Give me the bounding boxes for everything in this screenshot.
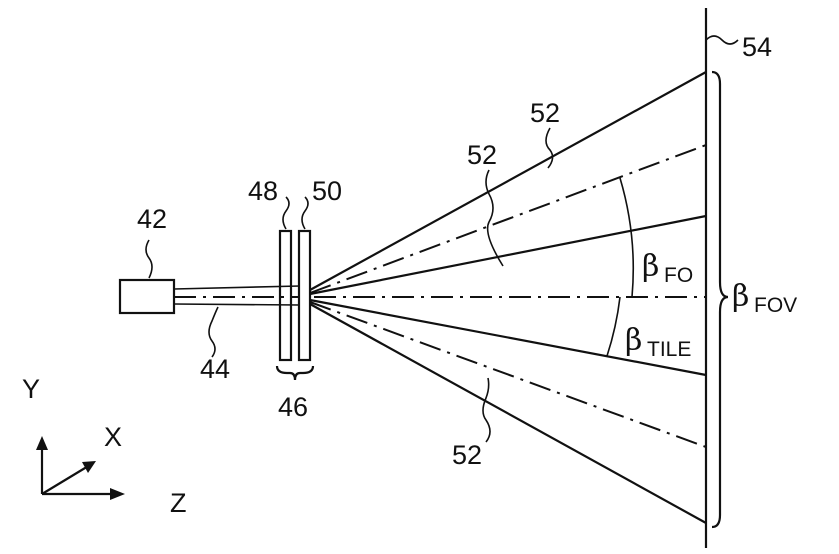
label-sub-beam-top: 52: [530, 98, 560, 128]
fov-brace: [711, 70, 729, 529]
angle-label-fov: β FOV: [732, 279, 797, 317]
label-sub-beam-lower: 52: [452, 440, 482, 470]
leader-44: [208, 306, 219, 358]
optical-element-50: [297, 229, 312, 362]
coordinate-axes: [36, 436, 125, 500]
leader-52-lower: [482, 377, 491, 443]
label-element-group: 46: [278, 392, 308, 422]
label-beam: 44: [200, 354, 230, 384]
label-sub-beam-upper: 52: [467, 140, 497, 170]
svg-text:β: β: [732, 279, 749, 314]
angle-arc-tile: [606, 296, 621, 357]
axis-label-z: Z: [170, 488, 187, 518]
svg-text:β: β: [642, 249, 659, 284]
leader-48: [282, 196, 290, 230]
svg-text:FO: FO: [664, 264, 693, 287]
leader-52-upper: [485, 169, 504, 267]
leader-42: [145, 239, 153, 279]
angle-arc-fo: [619, 177, 635, 298]
label-screen: 54: [742, 32, 772, 62]
fan-out-beams: [309, 71, 707, 524]
leader-50: [301, 196, 309, 230]
angle-label-tile: β TILE: [625, 323, 691, 361]
leader-52-top: [545, 127, 554, 169]
leader-54: [705, 35, 739, 45]
optical-element-48: [278, 229, 293, 362]
label-element-b: 50: [312, 176, 342, 206]
input-beam: [173, 285, 301, 306]
axis-label-x: X: [104, 422, 122, 452]
svg-text:TILE: TILE: [647, 338, 691, 361]
axis-label-y: Y: [22, 374, 40, 404]
light-source-box: [118, 278, 176, 315]
svg-text:FOV: FOV: [754, 294, 797, 317]
angle-label-fo: β FO: [642, 249, 693, 287]
label-source: 42: [137, 204, 167, 234]
label-element-a: 48: [248, 176, 278, 206]
element-group-brace: [275, 365, 315, 381]
svg-text:β: β: [625, 323, 642, 358]
